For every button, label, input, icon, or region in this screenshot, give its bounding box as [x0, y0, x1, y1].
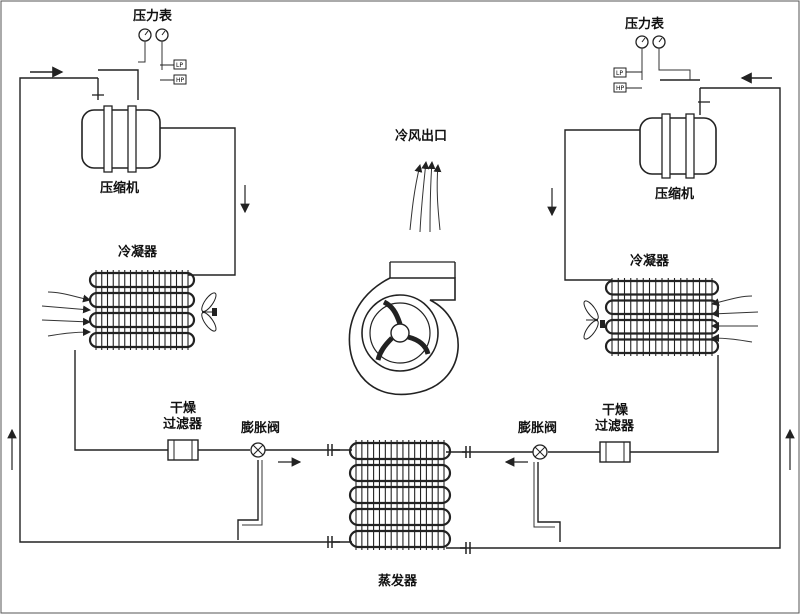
- condenser-right: [604, 278, 720, 356]
- label-cold-air-outlet: 冷风出口: [395, 128, 447, 144]
- label-evaporator: 蒸发器: [378, 573, 418, 589]
- label-valve-left: 膨胀阀: [240, 420, 280, 436]
- blower-fan: [348, 261, 459, 396]
- filter-drier-right: [599, 441, 631, 463]
- label-gauge-right: 压力表: [625, 16, 665, 32]
- switch-mark-hp-right: HP: [616, 85, 625, 92]
- label-compressor-right: 压缩机: [655, 186, 694, 202]
- label-compressor-left: 压缩机: [100, 180, 139, 196]
- right-circuit-piping: [460, 79, 781, 549]
- compressor-left: [81, 94, 161, 173]
- label-filter-left-line2: 过滤器: [163, 416, 203, 432]
- condenser-airflow-left: [41, 291, 91, 337]
- condenser-airflow-right: [711, 295, 759, 343]
- label-filter-right-line2: 过滤器: [595, 418, 635, 434]
- switch-mark-lp-right: LP: [616, 70, 623, 77]
- condenser-left: [88, 270, 196, 350]
- filter-drier-left: [167, 439, 199, 461]
- expansion-valve-right: [532, 444, 548, 460]
- label-condenser-left: 冷凝器: [118, 244, 158, 260]
- pressure-switch-left: [160, 59, 187, 85]
- switch-mark-lp-left: LP: [176, 62, 183, 69]
- label-filter-left-line1: 干燥: [170, 400, 197, 416]
- flow-arrows: [7, 66, 795, 470]
- label-condenser-right: 冷凝器: [630, 253, 670, 269]
- pressure-gauge-right: [635, 35, 691, 80]
- condenser-fan-right: [583, 300, 605, 340]
- pressure-gauge-left: [138, 28, 169, 70]
- condenser-fan-left: [201, 292, 217, 332]
- left-circuit-piping: [19, 69, 340, 543]
- label-valve-right: 膨胀阀: [517, 420, 557, 436]
- cold-air-outlet-arrows: [409, 161, 442, 233]
- label-filter-right-line1: 干燥: [602, 402, 629, 418]
- switch-mark-hp-left: HP: [176, 77, 185, 84]
- compressor-right: [639, 101, 717, 179]
- pressure-switch-right: [613, 67, 642, 93]
- expansion-valve-left: [250, 442, 266, 458]
- label-gauge-left: 压力表: [133, 8, 173, 24]
- evaporator-coil: [348, 440, 452, 550]
